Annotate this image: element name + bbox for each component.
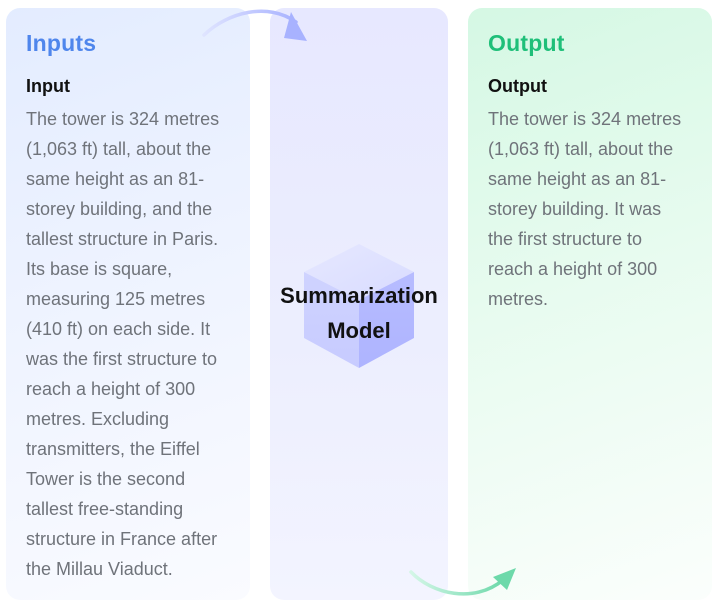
model-cube-icon <box>304 244 414 368</box>
model-to-output-arrow-icon <box>409 568 516 596</box>
output-label: Output <box>488 76 547 96</box>
input-label: Input <box>26 76 70 96</box>
model-label: Summarization Model <box>270 278 448 348</box>
model-label-line-1: Summarization <box>280 283 438 308</box>
inputs-panel: Inputs Input The tower is 324 metres (1,… <box>6 8 250 600</box>
model-label-line-2: Model <box>327 318 391 343</box>
input-to-model-arrow-icon <box>202 9 307 41</box>
output-title: Output <box>488 30 565 56</box>
input-text: The tower is 324 metres (1,063 ft) tall,… <box>26 109 220 579</box>
inputs-title: Inputs <box>26 30 97 56</box>
output-text: The tower is 324 metres (1,063 ft) tall,… <box>488 109 682 309</box>
model-panel: Summarization Model <box>270 8 448 600</box>
output-panel: Output Output The tower is 324 metres (1… <box>468 8 712 600</box>
